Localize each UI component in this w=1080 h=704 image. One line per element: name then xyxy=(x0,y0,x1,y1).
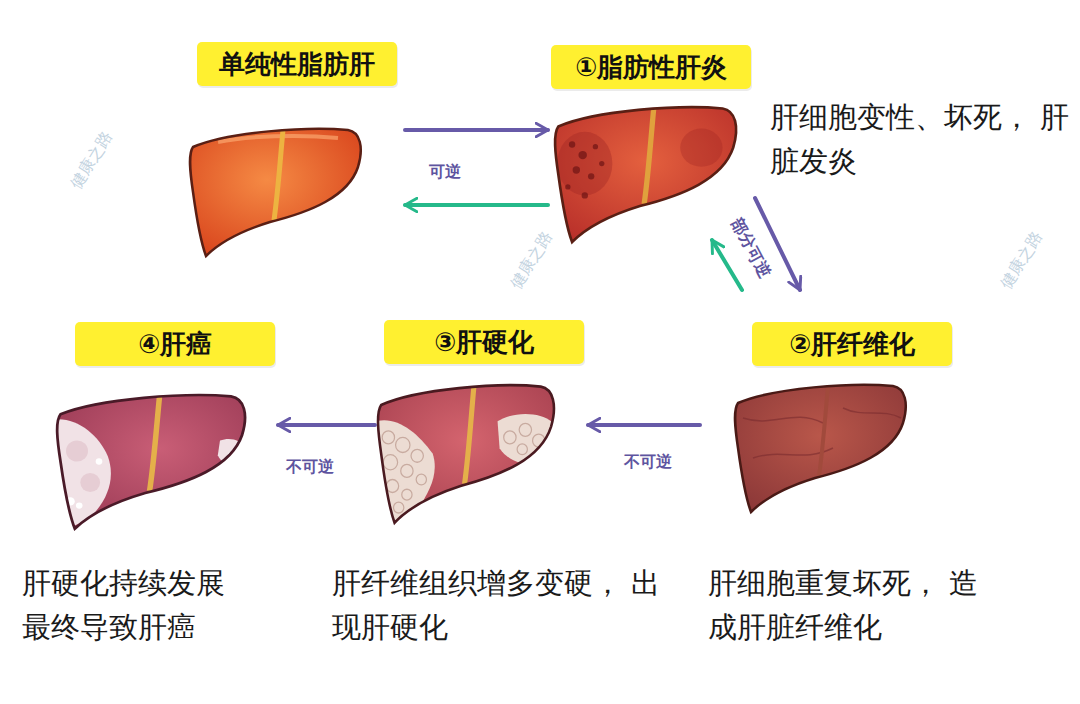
stage-group: ①脂肪性肝炎 xyxy=(548,40,755,240)
watermark: 健康之路 xyxy=(506,228,558,293)
watermark: 健康之路 xyxy=(996,228,1048,293)
liver-normal-fatty xyxy=(190,129,361,256)
stage-description: 肝细胞变性、坏死， 肝脏发炎 xyxy=(770,96,1070,183)
edge-label: 不可逆 xyxy=(621,451,675,474)
stage-title: 单纯性脂肪肝 xyxy=(197,42,397,86)
stage-title: ①脂肪性肝炎 xyxy=(551,45,751,89)
stage-group: ③肝硬化 xyxy=(375,315,588,525)
transition-arrow xyxy=(588,423,700,427)
stage-group: ④肝癌 xyxy=(52,318,278,530)
edge-label: 可逆 xyxy=(426,161,464,184)
stage-description: 肝细胞重复坏死， 造成肝脏纤维化 xyxy=(708,562,988,649)
watermark: 健康之路 xyxy=(66,128,118,193)
liver-steatohepatitis xyxy=(555,107,736,242)
stage-title: ③肝硬化 xyxy=(384,320,584,364)
stage-title: ④肝癌 xyxy=(75,322,275,366)
liver-cancer xyxy=(55,395,246,535)
transition-arrow xyxy=(278,423,375,427)
edge-label: 不可逆 xyxy=(283,456,337,479)
stage-description: 肝纤维组织增多变硬， 出现肝硬化 xyxy=(332,562,662,649)
transition-arrow xyxy=(405,203,548,207)
stage-group: ②肝纤维化 xyxy=(700,290,958,515)
transition-arrow xyxy=(405,128,548,132)
edge-label: 部分可逆 xyxy=(723,212,776,285)
liver-fibrosis xyxy=(735,385,906,512)
stage-description: 肝硬化持续发展 最终导致肝癌 xyxy=(22,562,252,649)
stage-group: 单纯性脂肪肝 xyxy=(185,40,405,258)
liver-cirrhosis xyxy=(376,385,554,529)
stage-title: ②肝纤维化 xyxy=(752,322,952,366)
